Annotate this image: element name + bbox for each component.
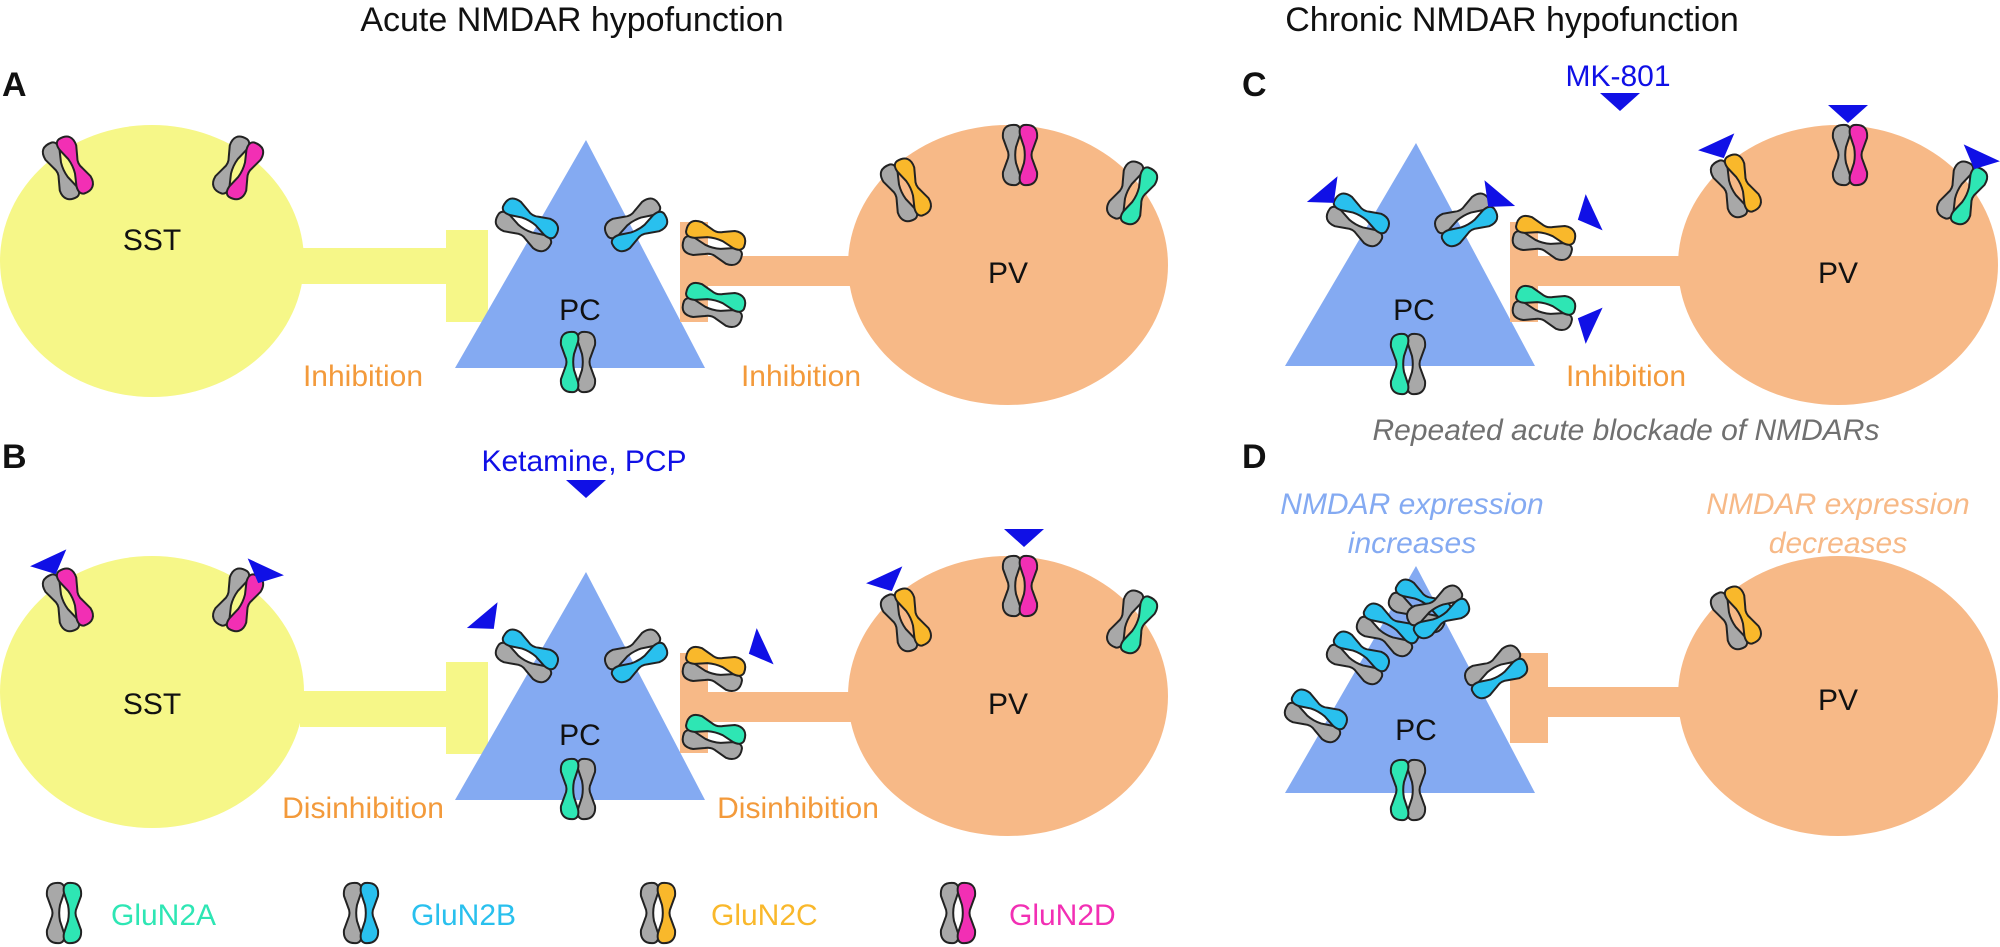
legend: GluN2A GluN2B GluN2C GluN2D: [45, 881, 1116, 945]
legend-item-glun2b: GluN2B: [342, 881, 516, 945]
legend-swatch-glun2a: [45, 881, 83, 945]
decrease-label-line1: NMDAR expression: [1706, 488, 1969, 521]
blocker-wedge: [1004, 529, 1044, 547]
increase-label-line2: increases: [1348, 527, 1476, 560]
sst-label: SST: [123, 688, 181, 721]
mk801-label: MK-801: [1565, 60, 1670, 93]
pc-label: PC: [1393, 294, 1435, 327]
decrease-label-line2: decreases: [1769, 527, 1907, 560]
sst-axon: [300, 691, 450, 727]
pv-cell: [848, 125, 1168, 405]
legend-item-glun2c: GluN2C: [639, 881, 818, 945]
receptor-glun2a: [679, 279, 749, 331]
legend-swatch-glun2b: [342, 881, 380, 945]
pc-cell: [455, 140, 705, 368]
legend-swatch-glun2c: [639, 881, 677, 945]
pv-label: PV: [1818, 257, 1858, 290]
blocker-wedge: [1600, 93, 1640, 111]
pv-label: PV: [1818, 684, 1858, 717]
blocker-wedge: [566, 480, 606, 498]
pc-cell: [455, 572, 705, 800]
inhibition-label-left: Inhibition: [303, 360, 423, 393]
disinhibition-label-right: Disinhibition: [717, 792, 879, 825]
sst-axon: [300, 248, 450, 284]
legend-label-glun2b: GluN2B: [411, 899, 516, 932]
panel-label-b: B: [2, 438, 27, 476]
legend-label-glun2d: GluN2D: [1009, 899, 1116, 932]
panel-c: PC PV Inhibition MK-801 Repeated acute b…: [1285, 60, 2000, 447]
pv-label: PV: [988, 257, 1028, 290]
pv-label: PV: [988, 688, 1028, 721]
legend-item-glun2d: GluN2D: [939, 881, 1116, 945]
pc-label: PC: [559, 719, 601, 752]
disinhibition-label-left: Disinhibition: [282, 792, 444, 825]
chronic-title: Chronic NMDAR hypofunction: [1285, 1, 1739, 39]
pc-label: PC: [559, 294, 601, 327]
acute-title: Acute NMDAR hypofunction: [360, 1, 783, 39]
panel-b: SST PC PV Disinhibition Disinhibition Ke…: [0, 445, 1168, 836]
pc-cell: [1285, 566, 1535, 793]
legend-item-glun2a: GluN2A: [45, 881, 216, 945]
legend-swatch-glun2d: [939, 881, 977, 945]
panel-label-c: C: [1242, 66, 1267, 104]
panel-label-d: D: [1242, 438, 1267, 476]
sst-cell: [0, 125, 304, 397]
repeated-blockade-label: Repeated acute blockade of NMDARs: [1373, 414, 1880, 447]
pc-label: PC: [1395, 714, 1437, 747]
sst-label: SST: [123, 224, 181, 257]
sst-synapse: [446, 662, 488, 754]
blocker-wedge: [1828, 105, 1868, 123]
ketamine-pcp-label: Ketamine, PCP: [481, 445, 686, 478]
legend-label-glun2a: GluN2A: [111, 899, 216, 932]
panel-a: SST PC PV Inhibition Inhibition: [0, 123, 1168, 405]
inhibition-label-right: Inhibition: [741, 360, 861, 393]
panel-label-a: A: [2, 66, 27, 104]
receptor-glun2a: [1509, 282, 1579, 334]
pc-cell: [1285, 143, 1535, 366]
pv-cell: [848, 556, 1168, 836]
legend-label-glun2c: GluN2C: [711, 899, 818, 932]
panel-d: NMDAR expression increases NMDAR express…: [1280, 488, 1998, 836]
sst-synapse: [446, 230, 488, 322]
inhibition-label: Inhibition: [1566, 360, 1686, 393]
increase-label-line1: NMDAR expression: [1280, 488, 1543, 521]
